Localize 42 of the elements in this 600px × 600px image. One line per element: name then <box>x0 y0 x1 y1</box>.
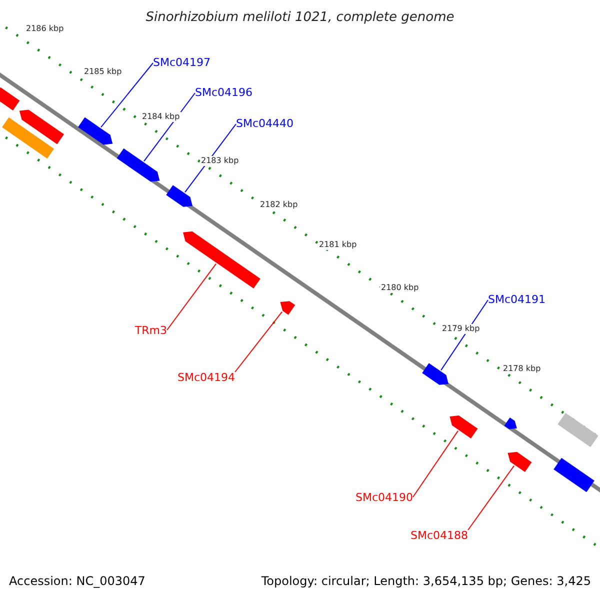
gene-label: SMc04440 <box>236 118 294 129</box>
gene-feature <box>166 185 192 207</box>
tick-label: 2181 kbp <box>318 240 358 250</box>
gene-feature <box>78 117 113 145</box>
leader-line <box>234 311 282 372</box>
gene-label: SMc04194 <box>177 372 235 383</box>
tick-label: 2185 kbp <box>83 67 123 77</box>
footer-note: Accession: NC_003047 <box>9 575 146 587</box>
gene-feature <box>19 110 64 144</box>
gene-label: SMc04190 <box>355 492 413 503</box>
leader-line <box>144 92 196 162</box>
gene-label: SMc04196 <box>195 87 253 98</box>
gene-feature <box>554 458 594 492</box>
gene-label: SMc04191 <box>488 294 546 305</box>
tick-label: 2182 kbp <box>259 200 299 210</box>
gene-feature <box>508 452 532 472</box>
gene-feature <box>422 363 448 385</box>
gene-feature <box>183 231 260 288</box>
tick-label: 2183 kbp <box>200 156 240 166</box>
gene-feature <box>280 301 296 315</box>
leader-line <box>100 62 154 128</box>
gene-label: SMc04197 <box>153 57 211 68</box>
leader-line <box>440 300 488 371</box>
leader-line <box>468 465 514 530</box>
diagram-title: Sinorhizobium meliloti 1021, complete genome <box>146 11 454 24</box>
gene-feature <box>558 412 598 448</box>
leader-line <box>412 430 458 498</box>
tick-label: 2178 kbp <box>502 364 542 374</box>
gene-feature <box>116 148 160 182</box>
leader-line <box>184 124 236 193</box>
tick-label: 2179 kbp <box>441 324 481 334</box>
leader-line <box>166 263 216 330</box>
gene-feature <box>450 416 478 438</box>
tick-label: 2180 kbp <box>380 283 420 293</box>
gene-label: TRm3 <box>134 325 167 336</box>
tick-label: 2184 kbp <box>141 112 181 122</box>
gene-label: SMc04188 <box>410 530 468 541</box>
gene-feature <box>504 418 517 430</box>
tick-label: 2186 kbp <box>25 24 65 34</box>
footer-note: Topology: circular; Length: 3,654,135 bp; Genes: 3,425 <box>261 575 591 587</box>
gene-feature <box>0 88 20 110</box>
gene-feature <box>2 117 54 159</box>
